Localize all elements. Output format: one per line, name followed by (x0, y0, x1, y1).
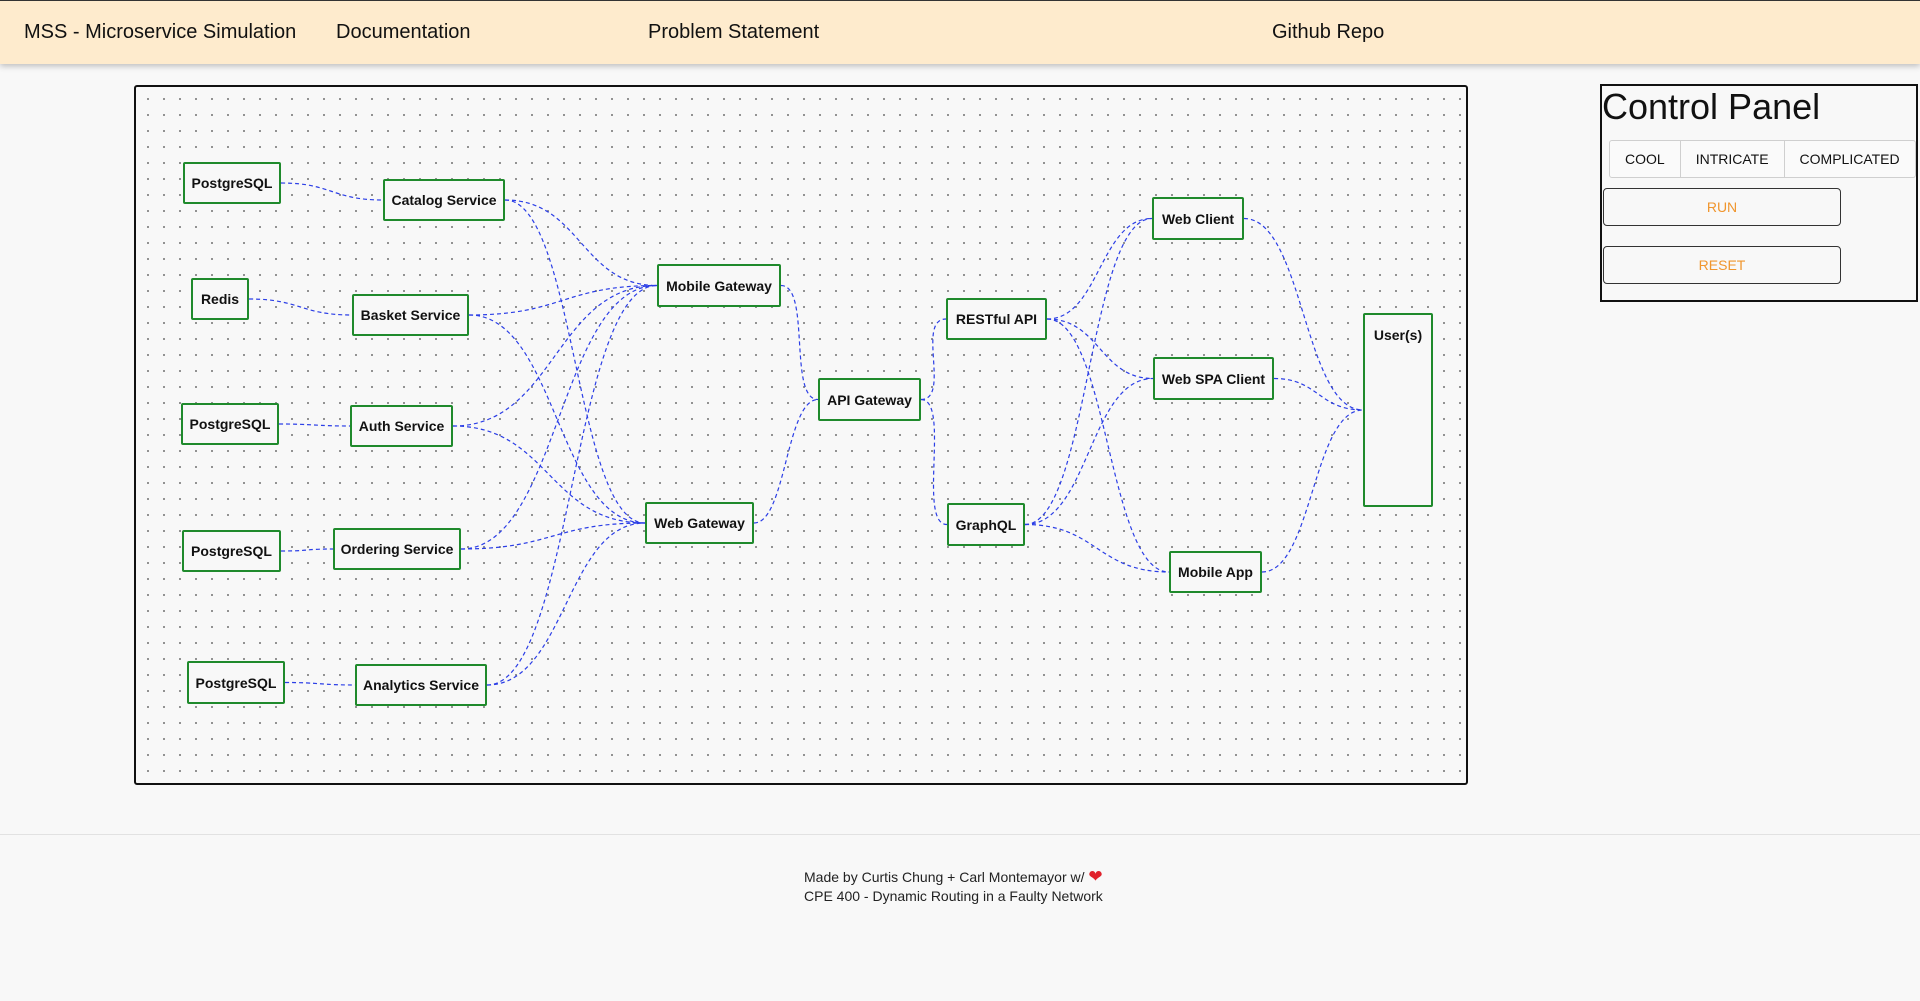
edge-graphql-to-mobile-app (1024, 523, 1170, 573)
edge-web-gw-to-api-gw (753, 398, 819, 524)
postgresql-catalog-db-node[interactable]: PostgreSQL (183, 162, 281, 204)
github-repo-link[interactable]: Github Repo (1272, 21, 1385, 43)
restful-api-node[interactable]: RESTful API (946, 298, 1047, 340)
mode-complicated-button[interactable]: COMPLICATED (1799, 151, 1900, 167)
catalog-service-node[interactable]: Catalog Service (383, 179, 505, 221)
web-client-node[interactable]: Web Client (1152, 197, 1244, 240)
web-gateway-node[interactable]: Web Gateway (645, 502, 754, 544)
footer-credit-text: Made by Curtis Chung + Carl Montemayor w… (804, 869, 1085, 885)
edge-ordering-to-web-gw (460, 522, 646, 550)
users-node[interactable]: User(s) (1363, 313, 1433, 507)
mode-button-group: COOL INTRICATE COMPLICATED (1609, 140, 1916, 178)
edge-analytics-to-mobile-gw (486, 284, 658, 686)
edge-ordering-to-mobile-gw (460, 284, 658, 550)
edge-restful-to-web-spa (1046, 318, 1154, 380)
edge-restful-to-web-client (1046, 217, 1153, 320)
edge-pg2-to-auth (278, 423, 351, 427)
footer-course: CPE 400 - Dynamic Routing in a Faulty Ne… (804, 888, 1103, 904)
edge-basket-to-web-gw (468, 314, 646, 524)
ordering-service-node[interactable]: Ordering Service (333, 528, 461, 570)
heart-icon: ❤ (1088, 867, 1103, 886)
footer: Made by Curtis Chung + Carl Montemayor w… (0, 834, 1920, 1001)
edge-mobile-app-to-users (1261, 409, 1364, 573)
reset-button[interactable]: RESET (1603, 246, 1841, 284)
auth-service-node[interactable]: Auth Service (350, 405, 453, 447)
brand-link[interactable]: MSS - Microservice Simulation (24, 21, 297, 43)
run-button[interactable]: RUN (1603, 188, 1841, 226)
edge-api-gw-to-restful (920, 318, 947, 401)
edge-graphql-to-web-spa (1024, 377, 1154, 526)
footer-credit: Made by Curtis Chung + Carl Montemayor w… (804, 867, 1103, 887)
mode-intricate-button[interactable]: INTRICATE (1681, 141, 1785, 177)
mode-cool-button[interactable]: COOL (1610, 141, 1681, 177)
edge-graphql-to-web-client (1024, 217, 1153, 526)
postgresql-auth-db-node[interactable]: PostgreSQL (181, 403, 279, 445)
graphql-node[interactable]: GraphQL (947, 503, 1025, 546)
edge-pg1-to-catalog (280, 182, 384, 201)
edge-basket-to-mobile-gw (468, 284, 658, 316)
edge-analytics-to-web-gw (486, 522, 646, 686)
edge-web-client-to-users (1243, 217, 1364, 411)
mobile-gateway-node[interactable]: Mobile Gateway (657, 264, 781, 307)
edge-api-gw-to-graphql (920, 398, 948, 526)
edge-redis-to-basket (248, 298, 353, 316)
control-panel-title: Control Panel (1602, 86, 1821, 127)
top-navbar: MSS - Microservice Simulation Documentat… (0, 0, 1920, 64)
network-diagram-canvas[interactable]: PostgreSQL Redis PostgreSQL PostgreSQL P… (134, 85, 1468, 785)
edge-auth-to-web-gw (452, 425, 646, 524)
web-spa-client-node[interactable]: Web SPA Client (1153, 357, 1274, 400)
postgresql-analytics-db-node[interactable]: PostgreSQL (187, 661, 285, 704)
edge-pg3-to-ordering (280, 548, 334, 552)
edge-layer (248, 182, 1364, 686)
basket-service-node[interactable]: Basket Service (352, 294, 469, 336)
edge-restful-to-mobile-app (1046, 318, 1170, 573)
mobile-app-node[interactable]: Mobile App (1169, 551, 1262, 593)
analytics-service-node[interactable]: Analytics Service (355, 664, 487, 706)
api-gateway-node[interactable]: API Gateway (818, 378, 921, 421)
edge-pg4-to-analytics (284, 681, 356, 686)
edge-auth-to-mobile-gw (452, 284, 658, 427)
problem-statement-link[interactable]: Problem Statement (648, 21, 820, 43)
redis-node[interactable]: Redis (191, 278, 249, 320)
postgresql-ordering-db-node[interactable]: PostgreSQL (182, 530, 281, 572)
control-panel: Control Panel COOL INTRICATE COMPLICATED… (1600, 84, 1918, 302)
edge-web-spa-to-users (1273, 377, 1364, 411)
documentation-link[interactable]: Documentation (336, 21, 471, 43)
edge-catalog-to-mobile-gw (504, 199, 658, 287)
edge-mobile-gw-to-api-gw (780, 284, 819, 401)
edge-catalog-to-web-gw (504, 199, 646, 524)
